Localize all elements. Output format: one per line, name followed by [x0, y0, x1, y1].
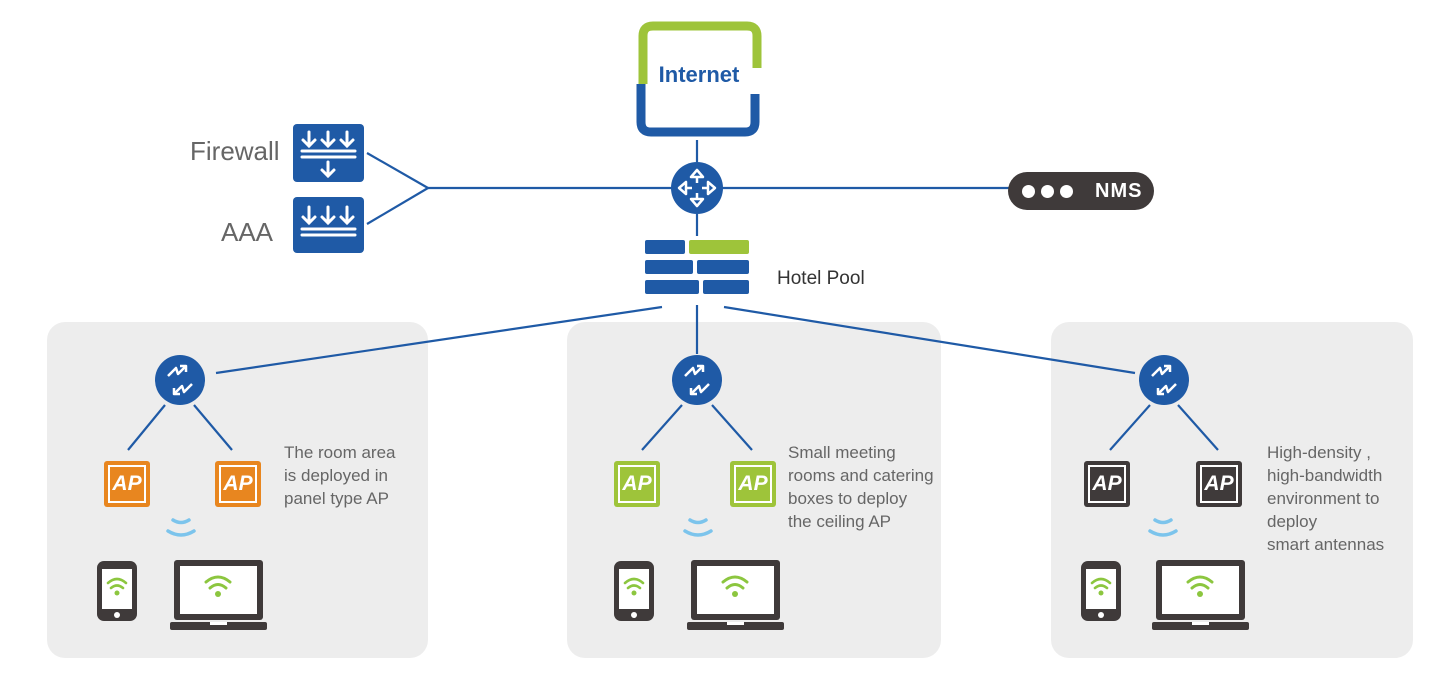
zone-description-meeting: Small meeting rooms and catering boxes t… — [788, 443, 934, 531]
line-pool-right — [723, 305, 1136, 375]
aaa-label: AAA — [221, 217, 274, 247]
firewall-label: Firewall — [190, 136, 280, 166]
zone-description-rooms: The room area is deployed in panel type … — [284, 443, 396, 508]
ap-ceiling-icon: AP — [730, 461, 776, 507]
aaa-server-icon — [293, 197, 364, 253]
line-aaa-junction — [366, 187, 429, 225]
nms-badge: NMS — [1008, 172, 1154, 210]
wireless-signal-icon — [166, 518, 196, 537]
switch-icon — [1139, 355, 1189, 405]
smartphone-icon — [614, 561, 654, 621]
smartphone-icon — [1081, 561, 1121, 621]
line-sw3-ap1 — [1109, 404, 1151, 451]
nms-label: NMS — [1095, 179, 1143, 202]
ap-panel-icon: AP — [215, 461, 261, 507]
nms-dots-icon — [1022, 184, 1073, 198]
laptop-icon — [687, 560, 784, 630]
wireless-signal-icon — [683, 518, 713, 537]
smartphone-icon — [97, 561, 137, 621]
ap-smart-antenna-icon: AP — [1196, 461, 1242, 507]
ap-ceiling-icon: AP — [614, 461, 660, 507]
line-sw2-ap2 — [711, 404, 753, 451]
internet-cloud-icon — [636, 21, 762, 137]
hotel-pool-label: Hotel Pool — [777, 268, 865, 289]
line-pool-left — [215, 305, 663, 375]
ap-panel-icon: AP — [104, 461, 150, 507]
zone-description-high-density: High-density , high-bandwidth environmen… — [1267, 443, 1385, 554]
line-sw3-ap2 — [1177, 404, 1219, 451]
hotel-pool-icon — [645, 240, 749, 294]
internet-label: Internet — [658, 62, 740, 87]
ap-smart-antenna-icon: AP — [1084, 461, 1130, 507]
switch-icon — [155, 355, 205, 405]
line-sw1-ap1 — [127, 404, 166, 451]
line-sw1-ap2 — [193, 404, 233, 451]
wireless-signal-icon — [1148, 518, 1178, 537]
laptop-icon — [1152, 560, 1249, 630]
line-firewall-junction — [366, 152, 429, 189]
core-router-icon — [671, 162, 723, 214]
laptop-icon — [170, 560, 267, 630]
firewall-icon — [293, 124, 364, 182]
line-sw2-ap1 — [641, 404, 683, 451]
switch-icon — [672, 355, 722, 405]
